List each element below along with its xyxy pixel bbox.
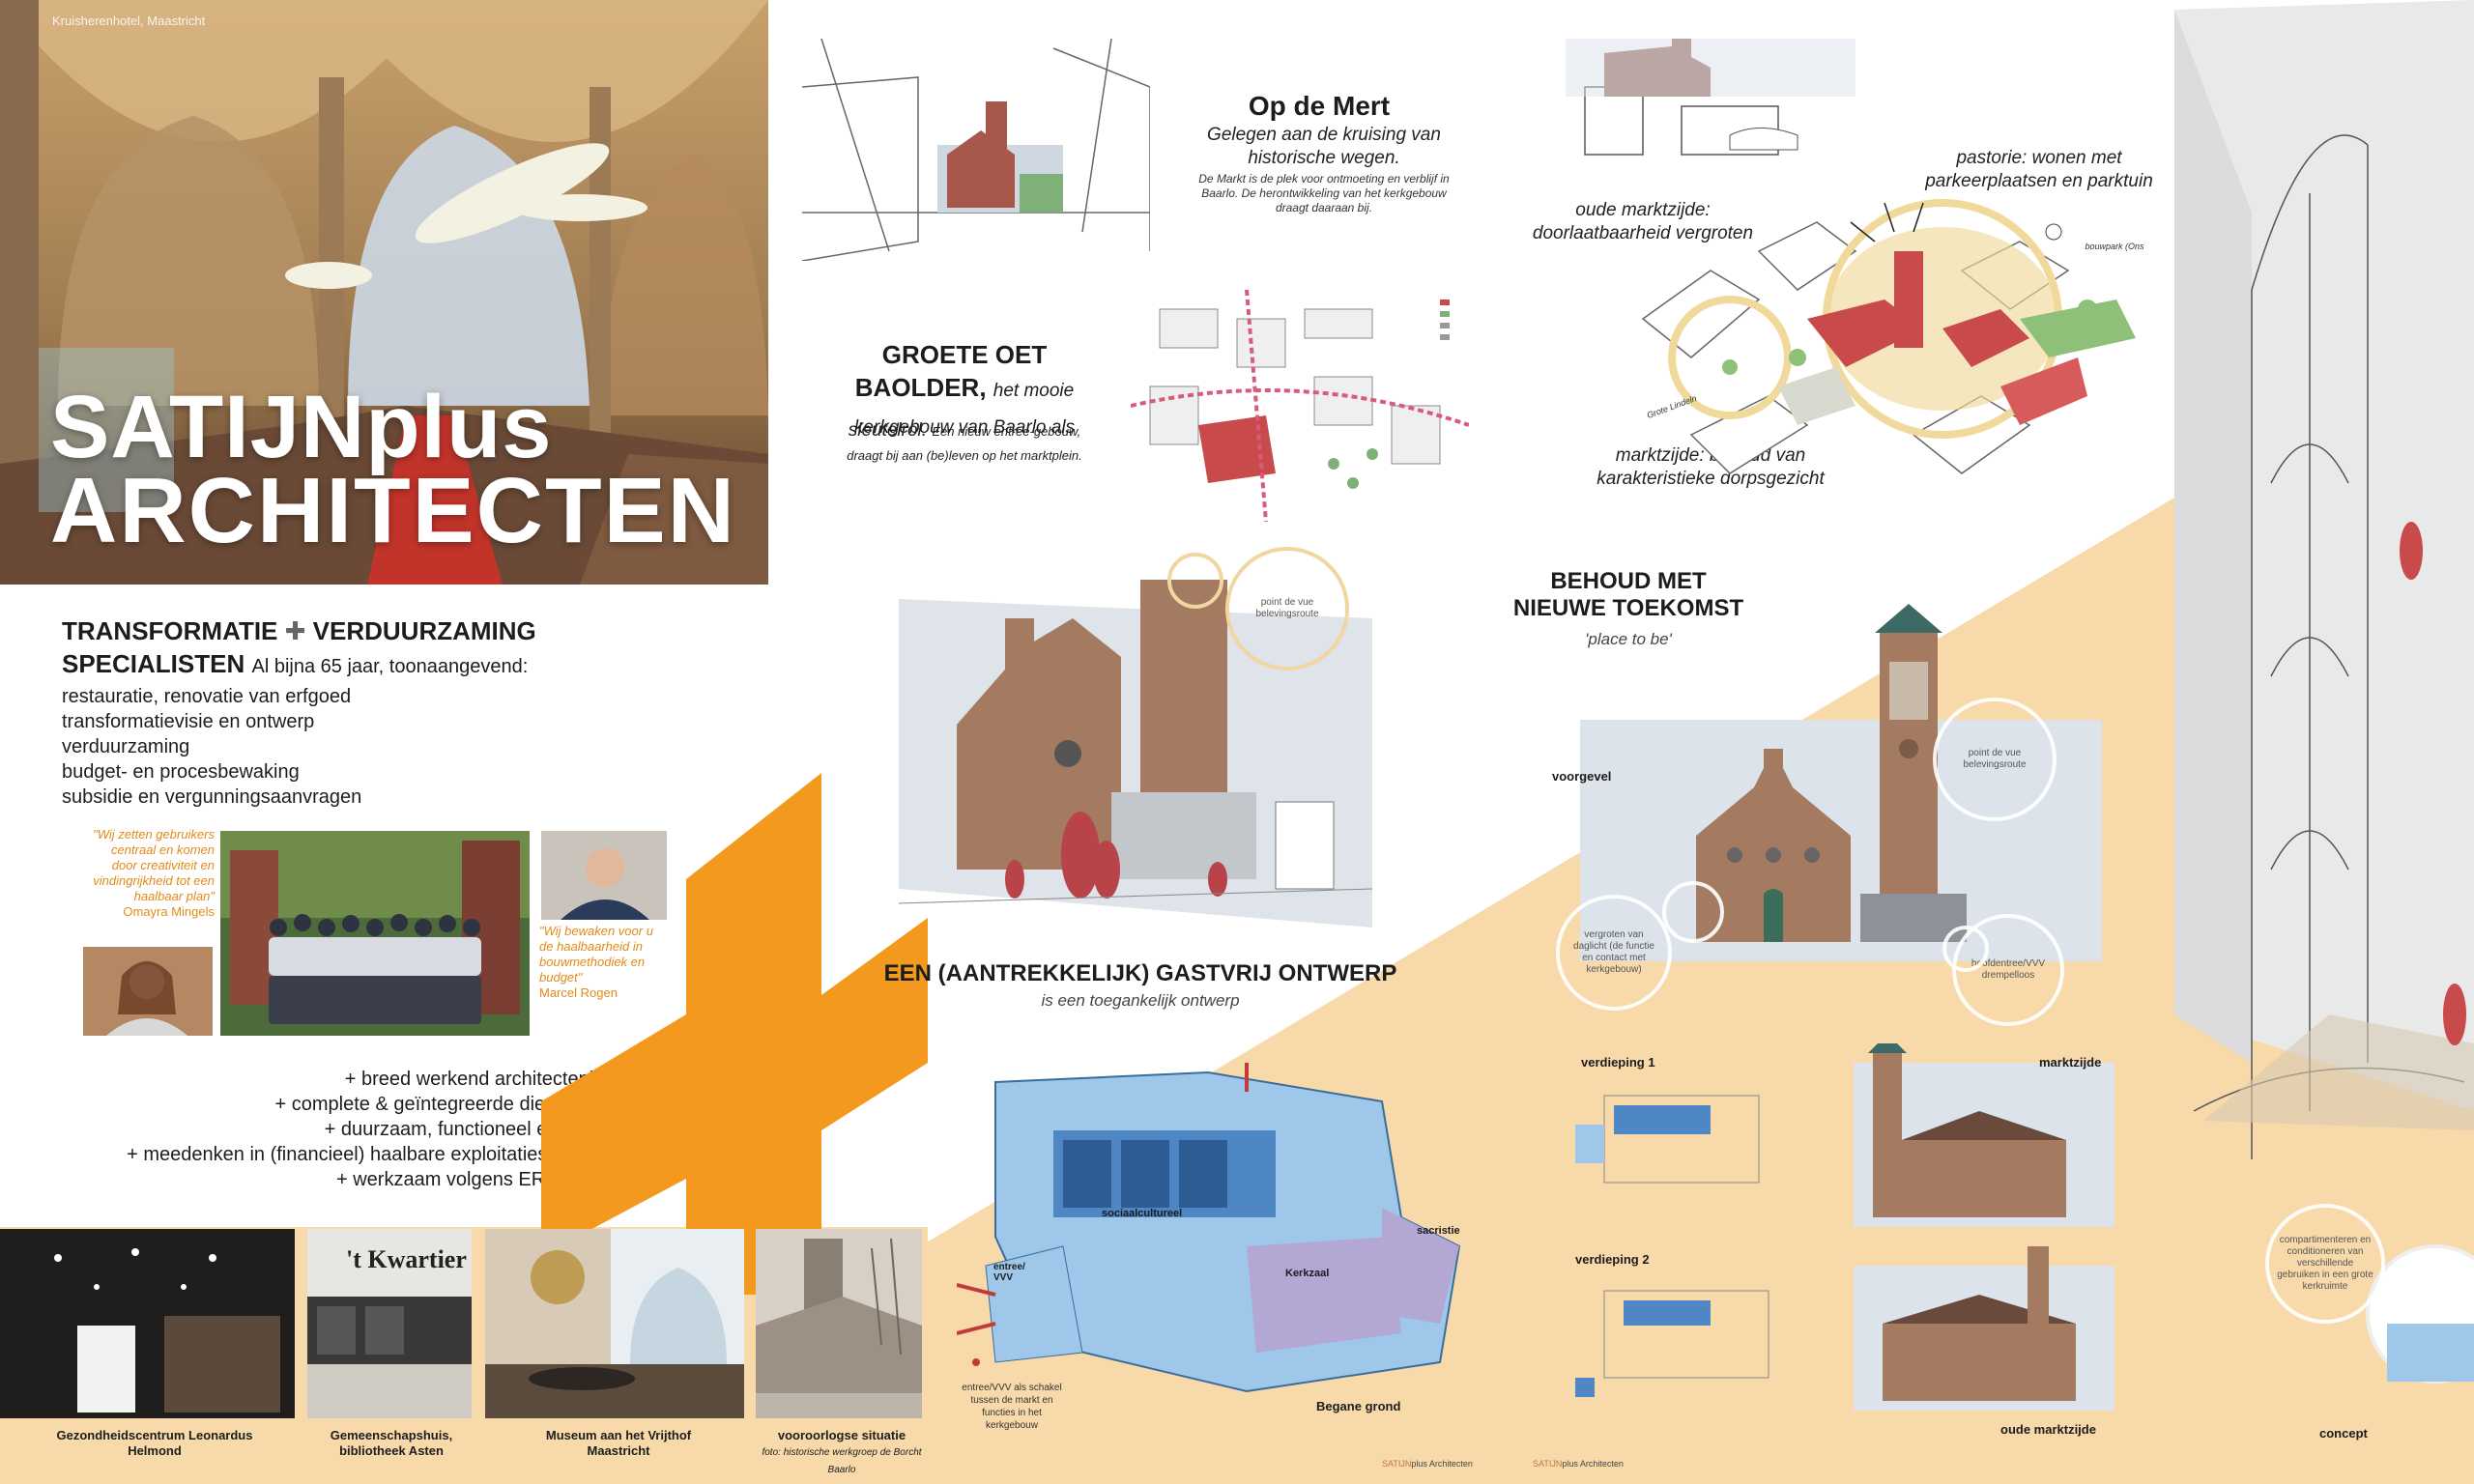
company-title-line1: SATIJNplus [50,378,553,476]
quote-marcel: "Wij bewaken voor u de haalbaarheid in b… [539,924,655,1001]
kwartier-sign: 't Kwartier [346,1245,467,1273]
plus-icon: ✚ [284,616,306,645]
groete-desc: Een nieuw entree-gebouw, draagt bij aan … [847,424,1082,463]
specialists-item: transformatievisie en ontwerp [62,711,315,732]
mert-desc: De Markt is de plek voor ontmoeting en v… [1198,172,1450,214]
circle-point-de-vue-2: point de vue belevingsroute [1933,698,2057,821]
specialists-title-a: TRANSFORMATIE [62,616,278,645]
groete-role: sleutelrol. [848,420,928,441]
plan-label-entree: entree/ VVV [993,1262,1025,1283]
project-photo-leonardus [0,1229,295,1418]
groete-title-b: BAOLDER, [854,373,987,402]
footer-brand-2: SATIJNplus Architecten [1533,1459,1624,1469]
portrait-marcel [541,831,667,920]
caption-leonardus: Gezondheidscentrum Leonardus Helmond [56,1428,253,1458]
gastvrij-title: EEN (AANTREKKELIJK) GASTVRIJ ONTWERP [883,960,1397,986]
groete-title: GROETE OET BAOLDER, het mooie kerkgebouw… [829,338,1100,444]
caption-vooroorlogs-sub: foto: historische werkgroep de Borcht Ba… [762,1447,922,1475]
circle-point-de-vue-1: point de vue belevingsroute [1225,547,1349,671]
label-begane-grond: Begane grond [1316,1399,1401,1413]
behoud-title: BEHOUD MET NIEUWE TOEKOMST [1488,568,1769,622]
church-perspective [899,580,1372,928]
groete-lead: het mooie kerkgebouw van Baarlo als [853,381,1076,438]
site-map [1131,290,1469,522]
quote-author: Marcel Rogen [539,985,618,1000]
portrait-omayra [83,947,213,1036]
specialists-item: verduurzaming [62,736,190,757]
footer-brand-1: SATIJNplus Architecten [1382,1459,1473,1469]
site-aerial [1641,199,2136,474]
quote-omayra: "Wij zetten gebruikers centraal en komen… [85,827,215,920]
entree-note: entree/VVV als schakel tussen de markt e… [962,1383,1062,1431]
label-marktzijde: marktzijde [2039,1055,2102,1070]
hero-caption: Kruisherenhotel, Maastricht [52,14,206,28]
tiny-park-label: bouwpark (Ons [2085,242,2144,251]
specialists-title-b: VERDUURZAMING [312,616,536,645]
company-title: SATIJNplus ARCHITECTEN [50,378,736,562]
label-oude-marktzijde: oude marktzijde [2000,1422,2096,1437]
caption-vooroorlogs: vooroorlogse situatie foto: historische … [760,1428,924,1478]
behoud-title-a: BEHOUD MET [1550,568,1707,594]
mert-sub: Gelegen aan de kruising van historische … [1207,125,1441,168]
label-verdieping-2: verdieping 2 [1575,1252,1650,1267]
project-photo-vooroorlogs [756,1229,922,1418]
specialists-item: subsidie en vergunningsaanvragen [62,786,362,808]
label-verdieping-1: verdieping 1 [1581,1055,1655,1070]
ground-floor-plan [957,1063,1461,1393]
label-voorgevel: voorgevel [1552,769,1612,784]
hero-photo-kruisherenhotel [0,0,768,585]
groete-title-a: GROETE OET [881,340,1048,369]
behoud-sub: 'place to be' [1585,630,1672,648]
elevation-old-market-side [1854,1246,2114,1411]
plan-label-sociaal: sociaalcultureel [1102,1208,1183,1219]
elevation-market-side [1854,1043,2114,1227]
note-pastorie: pastorie: wonen met parkeerplaatsen en p… [1925,148,2153,191]
project-photo-asten: 't Kwartier [307,1229,472,1418]
behoud-title-b: NIEUWE TOEKOMST [1512,595,1744,621]
note-old-market: oude marktzijde: doorlaatbaarheid vergro… [1532,200,1754,243]
label-concept: concept [2319,1426,2368,1441]
specialists-item: budget- en procesbewaking [62,761,300,783]
street-sketch [802,39,1150,261]
footer-brand-2-b: plus Architecten [1562,1459,1624,1469]
interior-sketch [2193,134,2474,1384]
circle-hoofdentree: hoofdentree/VVV drempelloos [1952,914,2064,1026]
specialists-item: restauratie, renovatie van erfgoed [62,686,352,707]
old-market-sketch [1566,39,1856,156]
specialists-subtitle: Al bijna 65 jaar, toonaangevend: [251,656,529,677]
groete-role-block: sleutelrol. Een nieuw entree-gebouw, dra… [829,419,1100,468]
footer-brand-2-a: SATIJN [1533,1459,1563,1469]
orange-plus-graphic [541,773,928,1295]
team-photo [220,831,530,1036]
gastvrij-sub: is een toegankelijk ontwerp [1041,991,1240,1010]
footer-brand-1-a: SATIJN [1382,1459,1412,1469]
circle-small-1 [1167,553,1223,609]
plan-label-kerkzaal: Kerkzaal [1285,1268,1330,1279]
mert-title: Op de Mert [1248,91,1391,121]
quote-author: Omayra Mingels [123,904,215,919]
caption-vrijthof: Museum aan het Vrijthof Maastricht [545,1428,692,1458]
circle-compartiment: compartimenteren en conditioneren van ve… [2265,1204,2385,1324]
specialists-list: restauratie, renovatie van erfgoed trans… [62,684,361,810]
specialists-heading: TRANSFORMATIE ✚ VERDUURZAMING SPECIALIST… [62,614,536,683]
circle-daglicht: vergroten van daglicht (de functie en co… [1556,895,1672,1011]
footer-brand-1-b: plus Architecten [1411,1459,1473,1469]
circle-small-2 [1662,881,1724,943]
project-photo-vrijthof [485,1229,744,1418]
quote-text: "Wij zetten gebruikers centraal en komen… [93,827,215,903]
caption-vooroorlogs-title: vooroorlogse situatie [777,1428,906,1442]
company-title-line2: ARCHITECTEN [50,458,736,562]
caption-asten: Gemeenschapshuis, bibliotheek Asten [330,1428,453,1458]
circle-small-3 [1942,926,1989,972]
specialists-title-c: SPECIALISTEN [62,649,245,678]
floor-plan-2 [1575,1290,1769,1397]
plan-label-sacristie: sacristie [1417,1225,1460,1237]
service-bullet: + meedenken in (financieel) haalbare exp… [127,1144,649,1165]
floor-plan-1 [1575,1095,1760,1184]
quote-text: "Wij bewaken voor u de haalbaarheid in b… [539,924,653,985]
